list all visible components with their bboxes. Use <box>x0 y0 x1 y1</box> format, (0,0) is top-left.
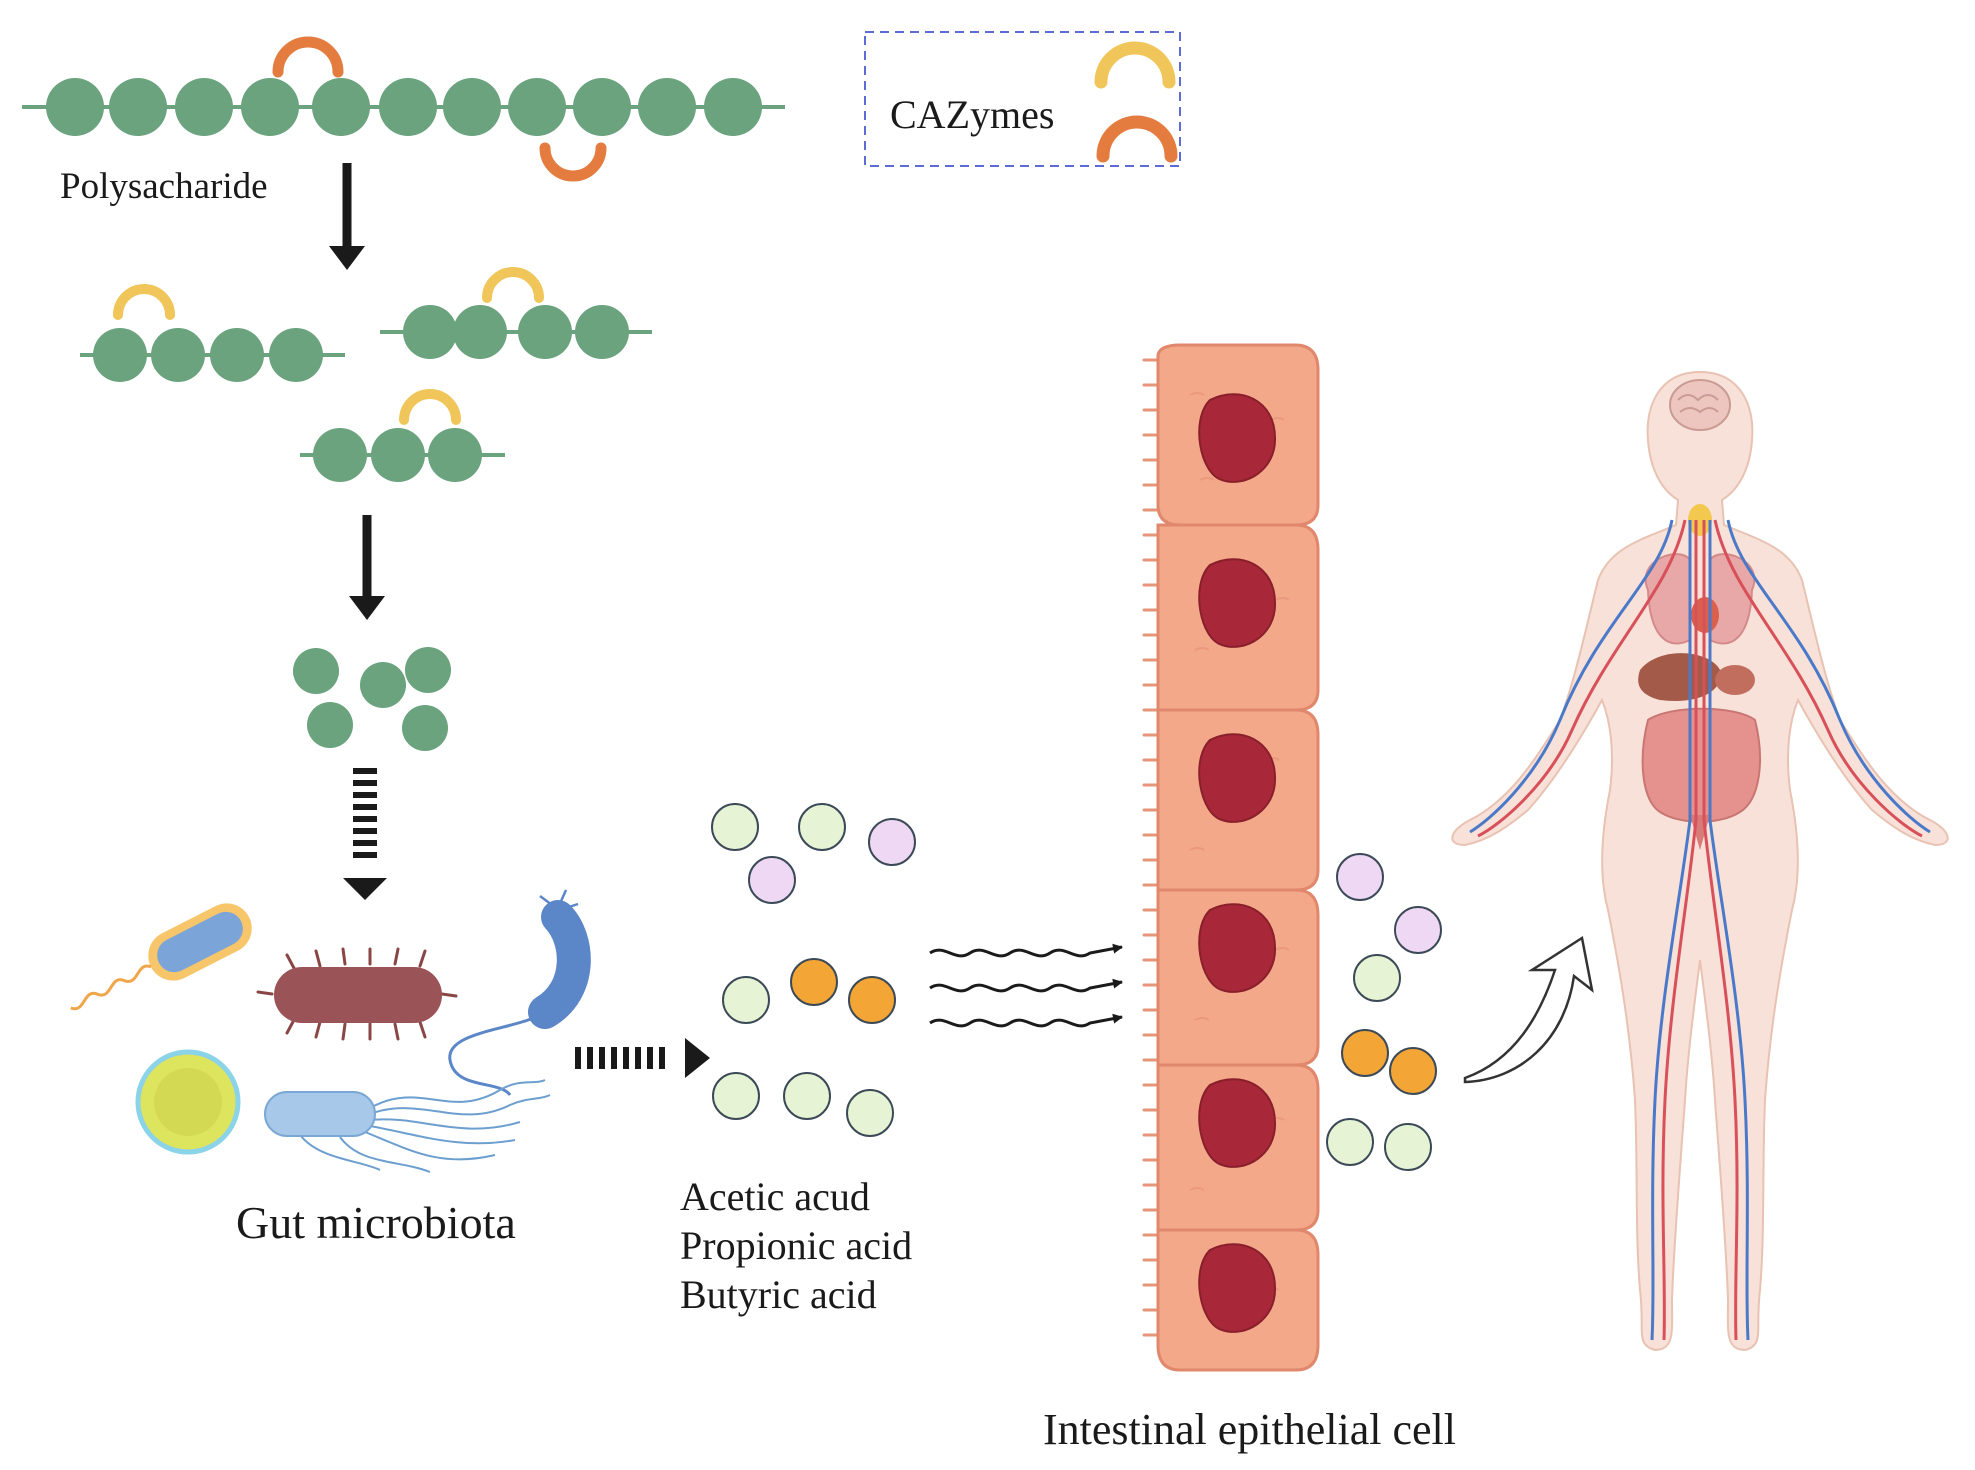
oligosaccharide-fragments <box>80 267 652 482</box>
gut-microbiota-label: Gut microbiota <box>236 1197 516 1248</box>
dashed-arrow-icon <box>575 1038 710 1078</box>
cazymes-label: CAZymes <box>890 92 1055 137</box>
intestinal-epithelial-cell-label: Intestinal epithelial cell <box>1043 1405 1456 1454</box>
enzyme-yellow-icon <box>113 284 175 320</box>
human-body-icon <box>1451 370 1949 1352</box>
bacteria-icon <box>70 903 252 1011</box>
enzyme-orange-icon <box>539 142 607 182</box>
outline-arrow-icon <box>1463 935 1594 1084</box>
solid-arrow-icon <box>329 246 365 270</box>
polysaccharide-label: Polysacharide <box>60 166 268 207</box>
enzyme-yellow-icon <box>399 389 461 425</box>
propionic-acid-label: Propionic acid <box>680 1223 913 1268</box>
gut-microbiota-bacteria <box>70 889 591 1173</box>
monosaccharides <box>293 647 451 751</box>
bacteria-icon <box>448 889 591 1097</box>
acetic-acid-label: Acetic acud <box>680 1174 870 1219</box>
cazymes-legend <box>864 31 1181 167</box>
bacteria-icon <box>135 1049 241 1155</box>
intestinal-epithelium <box>1142 343 1320 1372</box>
enzyme-orange-icon <box>1096 115 1178 163</box>
butyric-acid-label: Butyric acid <box>680 1272 877 1317</box>
polysaccharide-chain <box>22 36 785 182</box>
enzyme-yellow-icon <box>482 267 544 303</box>
bacteria-icon <box>256 947 458 1041</box>
dashed-arrow-icon <box>343 768 387 900</box>
wavy-arrow-icon <box>929 943 1123 1028</box>
enzyme-yellow-icon <box>1094 41 1176 89</box>
scfa-molecules <box>711 803 916 1137</box>
bacteria-icon <box>264 1079 551 1173</box>
scfa-absorbed <box>1326 853 1442 1171</box>
scfa-labels: Acetic acud Propionic acid Butyric acid <box>680 1172 912 1319</box>
solid-arrow-icon <box>349 596 385 620</box>
enzyme-orange-icon <box>272 36 344 78</box>
